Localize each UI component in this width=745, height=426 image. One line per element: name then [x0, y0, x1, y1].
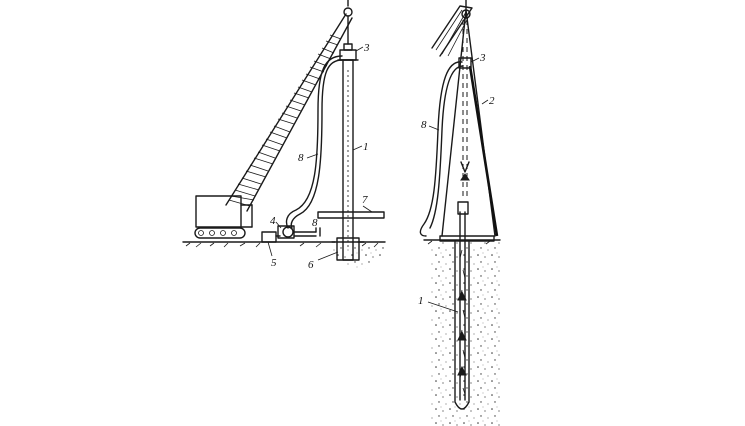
labels-left: 3 1 8 7 4 8 5 6: [267, 42, 373, 271]
platform-right: [423, 235, 501, 245]
flex-hose-right: [419, 61, 464, 237]
right-rig-figure: 3 2 8 1: [418, 0, 501, 426]
hoist-lines-right: [460, 20, 470, 200]
crane-lattice-boom: [225, 0, 353, 212]
tank: [261, 231, 281, 243]
label-left-4: 4: [270, 215, 276, 227]
label-left-5: 5: [271, 257, 277, 269]
crown-block-right: [431, 5, 473, 57]
labels-right: 3 2 8 1: [418, 52, 495, 313]
pump-discharge-pipe: [293, 227, 321, 237]
label-left-8-lower: 8: [312, 217, 318, 229]
label-left-3: 3: [363, 42, 370, 54]
swivel-head-left: [337, 49, 359, 61]
flex-hose-left: [285, 55, 343, 229]
label-left-8-upper: 8: [298, 152, 304, 164]
conductor-pit: [331, 237, 365, 261]
mast-right: [441, 0, 499, 237]
crawler-tracks: [194, 227, 246, 239]
swivel-head-right: [458, 57, 472, 69]
label-right-3: 3: [479, 52, 486, 64]
left-rig-figure: 3 1 8 7 4 8 5 6: [182, 0, 386, 271]
soil-left: [330, 246, 386, 270]
label-right-2: 2: [489, 95, 495, 107]
label-left-7: 7: [362, 194, 368, 206]
label-right-1: 1: [418, 295, 424, 307]
label-left-6: 6: [308, 259, 314, 271]
crane-cab: [195, 195, 253, 228]
casing-pipe-left: [342, 59, 354, 261]
horizontal-beam: [317, 211, 385, 219]
label-left-1: 1: [363, 141, 369, 153]
label-right-8: 8: [421, 119, 427, 131]
borehole-casing-right: [454, 201, 470, 410]
